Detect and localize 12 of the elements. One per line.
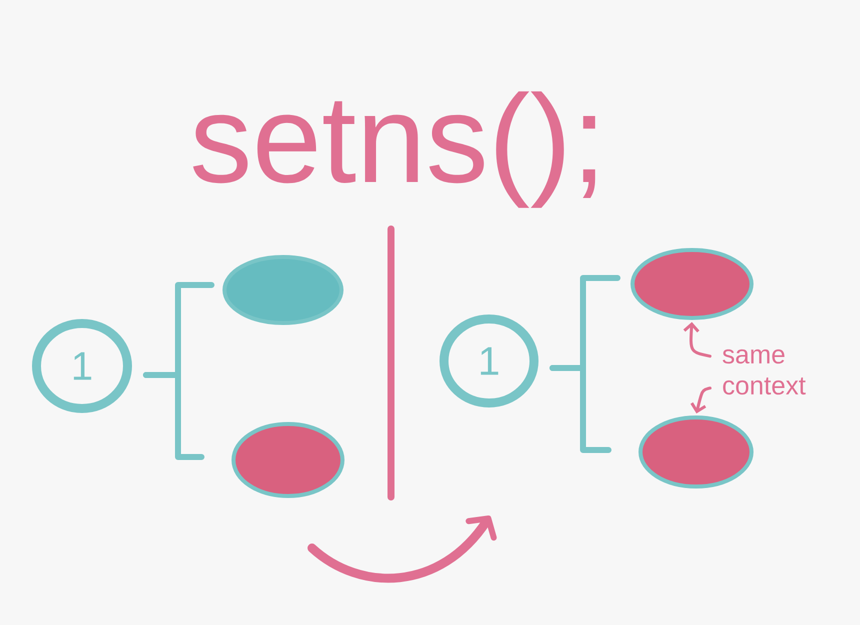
title: setns(); xyxy=(193,91,596,208)
ellipse xyxy=(222,255,344,325)
bracket-line xyxy=(550,365,612,453)
bracket-line xyxy=(143,372,204,460)
circled-number: 1 xyxy=(32,319,132,413)
leader-arrow xyxy=(683,322,712,358)
circled-number: 1 xyxy=(440,314,538,408)
leader-arrow xyxy=(690,386,712,414)
ellipse xyxy=(630,248,754,320)
annotation-text: same context xyxy=(722,349,806,395)
ellipse xyxy=(638,416,754,488)
ellipse xyxy=(232,422,344,498)
